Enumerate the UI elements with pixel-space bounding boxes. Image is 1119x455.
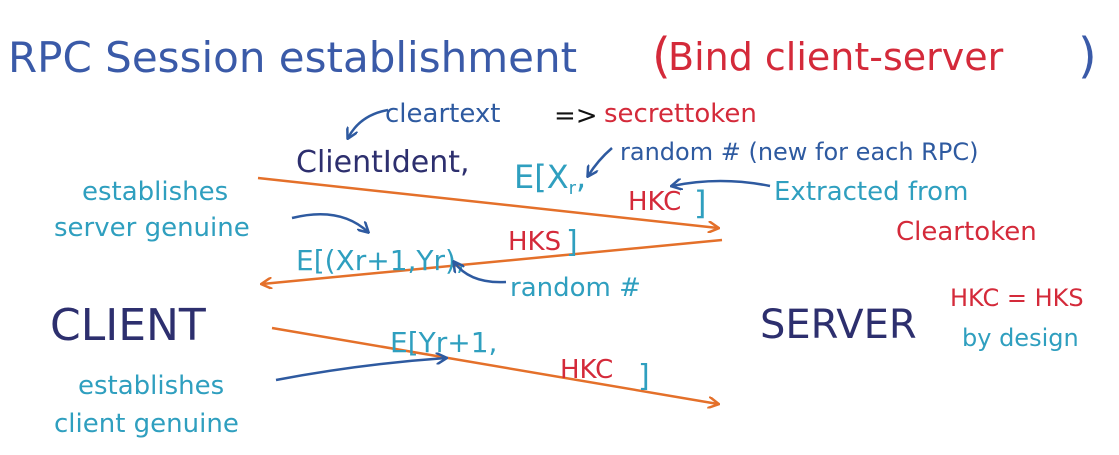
msg1-hkc: HKC [628, 187, 681, 217]
msg2-hks: HKS [508, 227, 561, 257]
establishes-client-line2: client genuine [54, 409, 239, 439]
establishes-server-line2: server genuine [54, 213, 250, 243]
msg3-prefix: E[Yr+1, [390, 326, 497, 359]
msg1-e: E[Xr, [514, 158, 586, 199]
establishes-client-line1: establishes [78, 371, 224, 401]
cleartext-arrow-icon [348, 108, 389, 138]
by-design-label: by design [962, 324, 1079, 352]
client-label: CLIENT [50, 300, 206, 351]
establishes-server-arrow-icon [291, 212, 368, 232]
cleartoken-label: Cleartoken [896, 217, 1037, 247]
server-label: SERVER [760, 302, 917, 348]
random-new-label: random # (new for each RPC) [620, 138, 978, 166]
extracted-from-label: Extracted from [774, 177, 968, 207]
title-bind-text: Bind client-server [668, 35, 1004, 79]
msg2-prefix: E[(Xr+1,Yr), [296, 244, 465, 277]
title-paren-close: ) [1078, 28, 1097, 84]
implies-arrow-icon: => [554, 101, 598, 131]
random-new-arrow-icon [588, 147, 613, 176]
msg3-hkc: HKC [560, 355, 613, 385]
message-2-arrow-icon [262, 238, 723, 284]
client-ident-label: ClientIdent, [296, 145, 470, 180]
msg3-close: ] [638, 359, 650, 394]
msg2-close: ] [566, 225, 578, 260]
secrettoken-label: secrettoken [604, 99, 757, 129]
title-main: RPC Session establishment [8, 33, 577, 82]
cleartext-label: cleartext [385, 99, 500, 129]
random-hash-label: random # [510, 273, 641, 303]
title-paren-open: ( [652, 28, 671, 84]
hkc-eq-hks-label: HKC = HKS [950, 284, 1084, 312]
extracted-arrow-icon [672, 181, 771, 186]
random-hash-arrow-icon [454, 262, 507, 284]
message-1-arrow-icon [257, 176, 718, 228]
establishes-client-arrow-icon [275, 358, 446, 382]
msg1-close: ] [694, 184, 706, 222]
message-3-arrow-icon [271, 326, 718, 404]
title-paren-text: Bind client-server [668, 35, 1004, 79]
establishes-server-line1: establishes [82, 177, 228, 207]
